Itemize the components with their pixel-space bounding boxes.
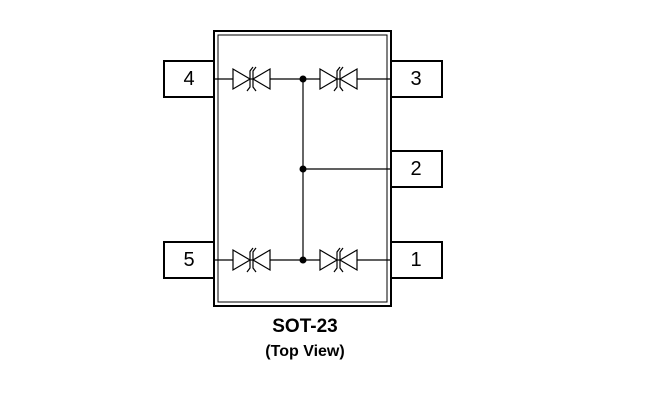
pin-3: 3 xyxy=(390,60,443,98)
pin-3-label: 3 xyxy=(410,68,421,90)
tvs-diode-top-left xyxy=(232,66,271,92)
pin-1: 1 xyxy=(390,241,443,279)
tvs-diode-top-right xyxy=(319,66,358,92)
junction-top xyxy=(299,75,307,83)
pin-2-label: 2 xyxy=(410,158,421,180)
package-name: SOT-23 xyxy=(272,316,338,337)
junction-bottom xyxy=(299,256,307,264)
pin-4-label: 4 xyxy=(183,68,194,90)
pin-1-label: 1 xyxy=(410,249,421,271)
pin-5: 5 xyxy=(163,241,215,279)
pin-2: 2 xyxy=(390,150,443,188)
tvs-diode-bottom-right xyxy=(319,247,358,273)
pin-4: 4 xyxy=(163,60,215,98)
pin-5-label: 5 xyxy=(183,249,194,271)
junction-middle xyxy=(299,165,307,173)
tvs-diode-bottom-left xyxy=(232,247,271,273)
package-view-label: (Top View) xyxy=(265,343,345,360)
